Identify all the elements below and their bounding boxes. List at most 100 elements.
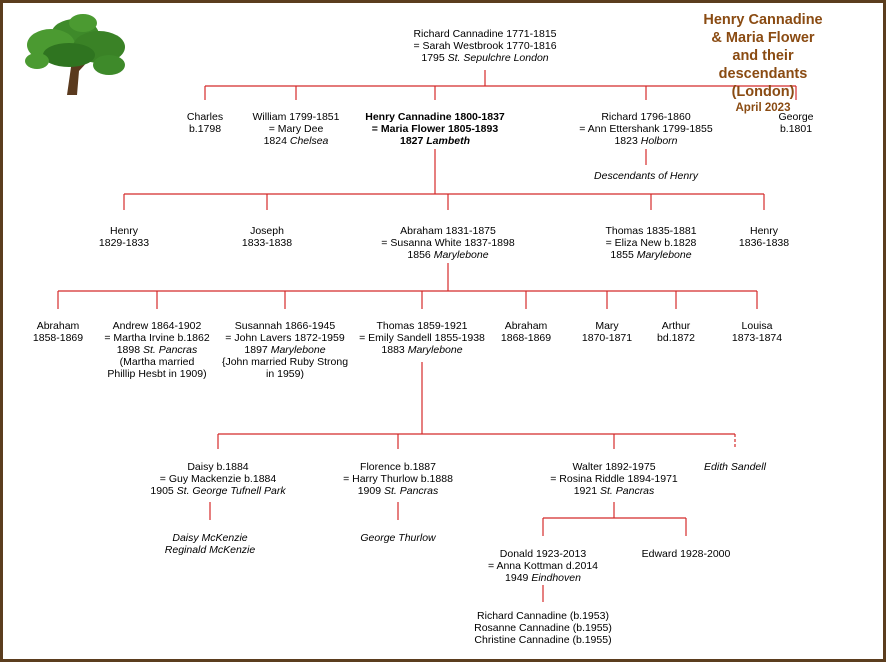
person-henry-1829: Henry 1829-1833 xyxy=(99,225,149,249)
marriage-year: 1855 xyxy=(610,249,637,261)
marriage: 1795 St. Sepulchre London xyxy=(413,52,556,64)
person-name: Louisa xyxy=(741,320,773,332)
marriage-place: Chelsea xyxy=(289,135,329,147)
person-name: Abraham 1831-1875 xyxy=(400,225,496,237)
spouse: = Martha Irvine b.1862 xyxy=(104,332,210,344)
spouse: = Maria Flower 1805-1893 xyxy=(371,123,499,135)
person-name: Florence b.1887 xyxy=(360,461,436,473)
person-name: Arthur xyxy=(661,320,691,332)
marriage-year: 1909 xyxy=(357,485,384,497)
person-name: Richard Cannadine 1771-1815 xyxy=(413,28,557,40)
person-name: Daisy b.1884 xyxy=(187,461,249,473)
marriage: 1827 Lambeth xyxy=(365,135,504,147)
marriage-place: Eindhoven xyxy=(531,572,581,584)
marriage: 1824 Chelsea xyxy=(253,135,340,147)
spouse: = Susanna White 1837-1898 xyxy=(381,237,515,249)
child-name: Rosanne Cannadine (b.1955) xyxy=(474,622,612,634)
marriage: 1921 St. Pancras xyxy=(550,485,678,497)
person-abraham-1868: Abraham 1868-1869 xyxy=(501,320,551,344)
person-joseph: Joseph 1833-1838 xyxy=(242,225,292,249)
person-name: Thomas 1835-1881 xyxy=(605,225,697,237)
person-walter: Walter 1892-1975 = Rosina Riddle 1894-19… xyxy=(550,461,678,497)
marriage-place: Lambeth xyxy=(426,135,471,147)
person-name: Henry xyxy=(749,225,778,237)
person-name: Charles xyxy=(186,111,224,123)
marriage-year: 1949 xyxy=(505,572,532,584)
person-name: Abraham xyxy=(36,320,80,332)
person-name: Susannah 1866-1945 xyxy=(234,320,336,332)
person-abraham-1858: Abraham 1858-1869 xyxy=(33,320,83,344)
person-name: William 1799-1851 xyxy=(252,111,340,123)
marriage-year: 1827 xyxy=(399,135,427,147)
person-andrew: Andrew 1864-1902 = Martha Irvine b.1862 … xyxy=(104,320,209,380)
person-name: Joseph xyxy=(250,225,284,237)
marriage-place: Marylebone xyxy=(636,249,692,261)
person-thomas-1859: Thomas 1859-1921 = Emily Sandell 1855-19… xyxy=(359,320,485,356)
marriage-place: Marylebone xyxy=(433,249,489,261)
marriage: 1855 Marylebone xyxy=(605,249,696,261)
person-thomas-1835: Thomas 1835-1881 = Eliza New b.1828 1855… xyxy=(605,225,696,261)
spouse: = Guy Mackenzie b.1884 xyxy=(159,473,277,485)
marriage-year: 1795 xyxy=(421,52,448,64)
marriage-year: 1823 xyxy=(614,135,641,147)
spouse: = Emily Sandell 1855-1938 xyxy=(359,332,485,344)
marriage: 1823 Holborn xyxy=(579,135,712,147)
person-name: Henry Cannadine 1800-1837 xyxy=(365,111,505,123)
marriage-year: 1905 xyxy=(150,485,177,497)
marriage-place: Marylebone xyxy=(407,344,463,356)
marriage-year: 1824 xyxy=(263,135,290,147)
marriage-place: St. Pancras xyxy=(600,485,655,497)
person-name: George xyxy=(778,111,814,123)
marriage-year: 1897 xyxy=(244,344,271,356)
person-mary: Mary 1870-1871 xyxy=(582,320,632,344)
person-dates: 1829-1833 xyxy=(98,237,150,249)
tree-icon xyxy=(25,14,125,95)
donald-children: Richard Cannadine (b.1953) Rosanne Canna… xyxy=(474,610,612,646)
marriage: 1856 Marylebone xyxy=(381,249,514,261)
person-susannah: Susannah 1866-1945 = John Lavers 1872-19… xyxy=(222,320,348,380)
person-name: Abraham xyxy=(504,320,548,332)
marriage: 1897 Marylebone xyxy=(222,344,348,356)
connector-lines xyxy=(57,70,797,602)
marriage-place: St. Sepulchre London xyxy=(447,52,549,64)
person-name: Henry xyxy=(109,225,138,237)
marriage: 1898 St. Pancras xyxy=(104,344,209,356)
child-name: Christine Cannadine (b.1955) xyxy=(474,634,612,646)
child-name: Daisy McKenzie xyxy=(172,532,248,544)
person-dates: 1836-1838 xyxy=(738,237,790,249)
marriage: 1883 Marylebone xyxy=(359,344,485,356)
note: Phillip Hesbt in 1909) xyxy=(107,368,207,380)
marriage-place: Holborn xyxy=(640,135,678,147)
person-donald: Donald 1923-2013 = Anna Kottman d.2014 1… xyxy=(488,548,598,584)
person-william: William 1799-1851 = Mary Dee 1824 Chelse… xyxy=(253,111,340,147)
marriage-place: St. Pancras xyxy=(142,344,198,356)
person-dates: b.1801 xyxy=(779,123,813,135)
person-george: George b.1801 xyxy=(778,111,813,135)
note: {John married Ruby Strong xyxy=(221,356,349,368)
person-richard-cannadine-1771: Richard Cannadine 1771-1815 = Sarah West… xyxy=(413,28,556,64)
spouse: = Anna Kottman d.2014 xyxy=(487,560,599,572)
marriage-place: St. Pancras xyxy=(383,485,439,497)
title-date: April 2023 xyxy=(735,102,791,114)
spouse: = Ann Ettershank 1799-1855 xyxy=(579,123,713,135)
marriage: 1909 St. Pancras xyxy=(343,485,453,497)
richard-descendants-note: Descendants of Henry xyxy=(594,170,698,182)
person-dates: 1870-1871 xyxy=(581,332,633,344)
person-name: Andrew 1864-1902 xyxy=(112,320,202,332)
person-abraham-1831: Abraham 1831-1875 = Susanna White 1837-1… xyxy=(381,225,514,261)
person-edward: Edward 1928-2000 xyxy=(642,548,731,560)
person-henry-1836: Henry 1836-1838 xyxy=(739,225,789,249)
child-name: Reginald McKenzie xyxy=(164,544,256,556)
title-line-2: and their descendants (London) xyxy=(718,48,808,100)
marriage-year: 1856 xyxy=(407,249,434,261)
chart-title: Henry Cannadine & Maria Flower and their… xyxy=(703,11,823,115)
person-name: Edward 1928-2000 xyxy=(641,548,731,560)
marriage-place: Marylebone xyxy=(270,344,326,356)
person-dates: b.1798 xyxy=(188,123,222,135)
spouse: = Sarah Westbrook 1770-1816 xyxy=(413,40,557,52)
note: in 1959) xyxy=(266,368,304,380)
spouse: = John Lavers 1872-1959 xyxy=(225,332,345,344)
title-line-1: Henry Cannadine & Maria Flower xyxy=(703,12,823,46)
marriage: 1905 St. George Tufnell Park xyxy=(150,485,285,497)
person-dates: 1858-1869 xyxy=(32,332,84,344)
